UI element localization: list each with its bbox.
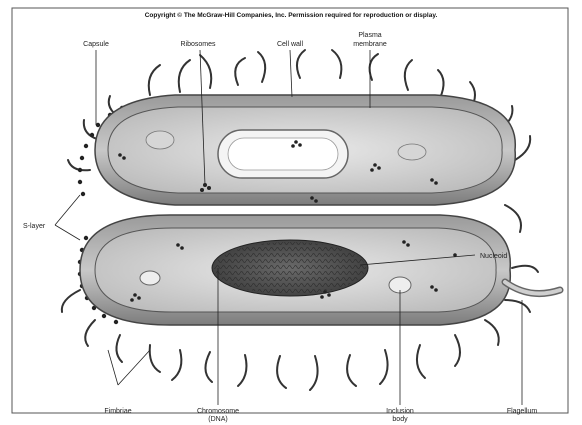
label-plasma-membrane-2: membrane [353, 41, 387, 48]
figure-frame [12, 8, 568, 413]
label-s-layer: S-layer [23, 223, 46, 230]
label-fimbriae: Fimbriae [104, 408, 131, 415]
label-plasma-membrane-1: Plasma [358, 32, 381, 39]
label-cell-wall: Cell wall [277, 41, 304, 48]
label-chromosome-1: Chromosome [197, 408, 239, 415]
label-inclusion-1: Inclusion [386, 408, 414, 415]
upper-cell-section [95, 95, 515, 205]
label-ribosomes: Ribosomes [180, 41, 216, 48]
label-nucleoid: Nucleoid [480, 253, 507, 260]
label-flagellum: Flagellum [507, 408, 538, 415]
label-inclusion-2: body [392, 416, 408, 423]
lower-cell-section [80, 215, 560, 325]
copyright-text: Copyright © The McGraw-Hill Companies, I… [145, 11, 438, 19]
label-capsule: Capsule [83, 41, 109, 48]
label-chromosome-2: (DNA) [208, 416, 227, 423]
